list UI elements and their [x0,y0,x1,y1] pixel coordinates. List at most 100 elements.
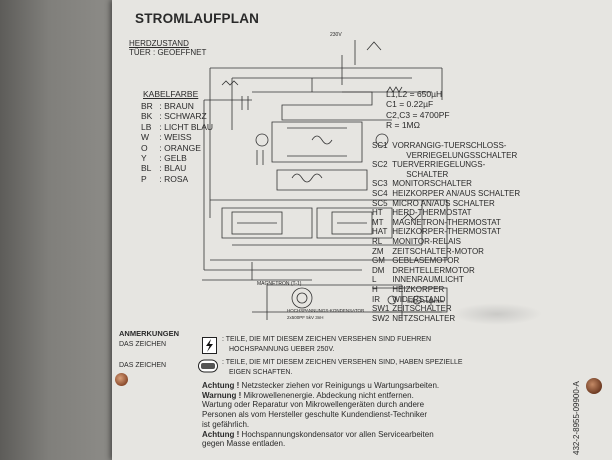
component-code: L [372,275,377,285]
warning-block: Achtung ! Netzstecker ziehen vor Reinigu… [202,381,439,449]
legend-row: BR : BRAUN [141,101,194,111]
legend-row: LB : LICHT BLAU [141,121,214,132]
warning-line: gegen Masse entladen. [202,439,439,449]
component-row: IR WIDERSTAND [372,295,520,305]
legend-name: BRAUN [164,101,194,111]
legend-code: O [141,142,148,153]
value-line: L1,L2 = 650µH [386,89,443,99]
component-desc: HERD-THERMOSTAT [392,208,472,218]
component-row: RL MONITOR-RELAIS [372,237,520,247]
component-desc: MICRO AN/AUS SCHALTER [392,198,495,208]
legend-name: BLAU [164,163,187,174]
legend-code: W [141,132,150,143]
note-text: : TEILE, DIE MIT DIESEM ZEICHEN VERSEHEN… [222,359,463,366]
warning-line: ist gefährlich. [202,420,439,430]
component-row: SC1 VORRANGIG-TUERSCHLOSS- [372,141,520,151]
component-code: SW1 [372,304,390,314]
warning-line: Achtung ! Netzstecker ziehen vor Reinigu… [202,381,439,391]
value-line: R = 1MΩ [386,120,420,131]
legend-name: GELB [164,153,187,164]
component-row: GM GEBLASEMOTOR [372,256,520,266]
component-row: SC4 HEIZKORPER AN/AUS SCHALTER [372,189,520,199]
value-line: C2,C3 = 4700PF [386,109,450,120]
component-desc: MONITOR-RELAIS [392,236,461,246]
component-desc: MONITORSCHALTER [392,179,472,189]
warning-text: Personen als vom Hersteller geschulte Ku… [202,410,428,420]
component-row: DM DREHTELLERMOTOR [372,266,520,276]
legend-row: BK : SCHWARZ [141,111,207,122]
component-row: SW1 ZEITSCHALTER [372,304,520,314]
component-list: SC1 VORRANGIG-TUERSCHLOSS- VERRIEGELUNGS… [372,141,520,323]
component-desc: HEIZKORPER-THERMOSTAT [392,227,501,237]
component-desc: INNENRAUMLICHT [392,275,464,285]
special-component-icon [198,359,218,373]
legend-row: O : ORANGE [141,142,201,153]
warning-text: ist gefährlich. [202,419,250,429]
component-desc: DREHTELLERMOTOR [392,265,475,275]
voltage-label: 230V [330,32,342,38]
hv-component-label: 2x500PF 5kV 3nH [287,315,324,320]
component-code: SC5 [372,198,388,208]
component-code: SC1 [372,141,388,150]
warning-line: Warnung ! Mikrowellenenergie. Abdeckung … [202,391,439,401]
component-desc: ZEITSCHALTER [392,304,452,314]
component-row: MT MAGNETRON-THERMOSTAT [372,218,520,228]
component-row: VERRIEGELUNGSSCHALTER [372,151,520,161]
component-row: SC3 MONITORSCHALTER [372,179,520,189]
component-code: MT [372,217,384,227]
legend-code: P [141,173,147,184]
component-desc: HEIZKORPER [392,284,445,294]
legend-code: LB [141,121,152,132]
legend-row: W : WEISS [141,132,192,143]
warning-bold: Achtung ! [202,381,240,390]
note-label: DAS ZEICHEN [119,362,167,369]
component-code: HAT [372,227,388,237]
component-code: DM [372,265,385,275]
value-line: C1 = 0.22µF [386,99,434,110]
component-code: GM [372,256,385,266]
note-text: EIGEN SCHAFTEN. [229,369,293,376]
legend-name: WEISS [164,132,192,143]
legend-code: Y [141,153,147,164]
note-text: : TEILE, DIE MIT DIESEM ZEICHEN VERSEHEN… [222,336,431,343]
component-row: SC5 MICRO AN/AUS SCHALTER [372,199,520,209]
legend-list: BR : BRAUN BK : SCHWARZ LB : LICHT BLAU … [141,101,213,184]
rectifier-label: GLEICHRICHTER [407,299,444,304]
component-desc: WIDERSTAND [392,294,446,304]
component-code: ZM [372,246,384,256]
warning-bold: Achtung ! [202,429,240,439]
component-desc: NETZSCHALTER [392,313,456,323]
header-line: HERDZUSTAND [129,39,189,48]
high-voltage-icon [202,337,217,354]
note-text: HOCHSPANNUNG UEBER 250V. [229,346,335,353]
legend-code: BR [141,101,153,111]
warning-line: Wartung oder Reparatur von Mikrowellenge… [202,400,439,410]
mounting-hole [115,373,128,386]
component-row: ZM ZEITSCHALTER-MOTOR [372,247,520,257]
legend-name: SCHWARZ [164,111,207,122]
page-title: STROMLAUFPLAN [135,11,260,26]
legend-name: ROSA [164,173,189,184]
component-row: SC2 TUERVERRIEGELUNGS- [372,160,520,170]
legend-row: Y : GELB [141,153,187,164]
component-code: SC2 [372,160,388,170]
warning-bold: Warnung ! [202,390,242,400]
legend-name: ORANGE [164,142,201,153]
part-number: 432-2-8955-09900-A [572,381,581,455]
circuit-schematic [202,40,448,320]
component-code: HT [372,208,383,218]
component-code: SW2 [372,313,390,323]
component-desc: GEBLASEMOTOR [392,256,460,266]
legend-code: BK [141,111,153,122]
component-desc: VORRANGIG-TUERSCHLOSS- [392,141,507,150]
legend-name: LICHT BLAU [164,121,214,132]
smudge [452,303,542,325]
component-desc: HEIZKORPER AN/AUS SCHALTER [392,188,521,198]
magnetron-label: MAGNETRON (T-1) [257,281,302,287]
component-code: RL [372,236,383,246]
warning-line: Achtung ! Hochspannungskondensator vor a… [202,430,439,440]
capacitor-label: HOCHSPANNUNGS-KONDENSATOR [287,308,365,313]
legend-row: BL : BLAU [141,163,187,174]
component-row: L INNENRAUMLICHT [372,275,520,285]
